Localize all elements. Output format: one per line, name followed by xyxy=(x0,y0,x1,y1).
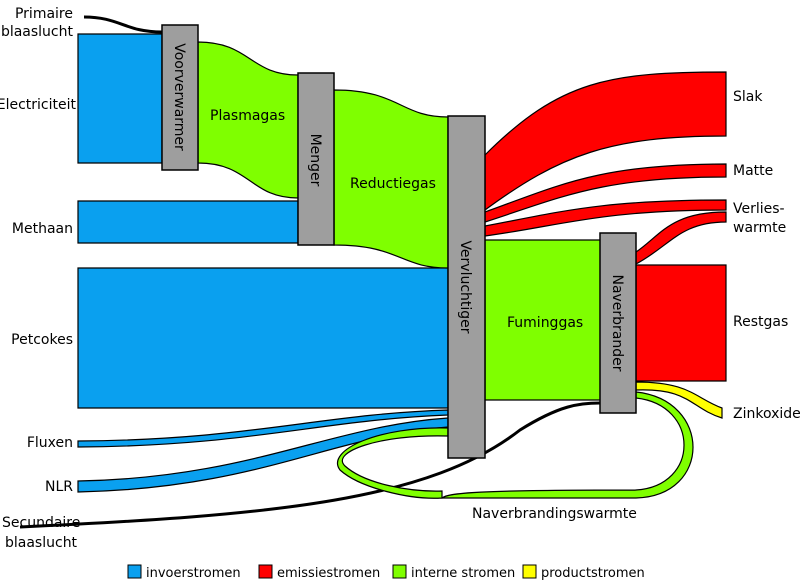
source-label-nlr: NLR xyxy=(45,479,73,495)
flow-label-plasmagas: Plasmagas xyxy=(210,108,285,124)
flow-verlies-1 xyxy=(484,199,727,237)
legend-swatch-emissiestromen xyxy=(258,564,273,579)
node-menger xyxy=(297,72,335,246)
source-label-primaire: Primaire xyxy=(15,6,73,22)
flow-label-naverbrandingswarmte: Naverbrandingswarmte xyxy=(472,506,637,522)
flow-label-reductiegas: Reductiegas xyxy=(350,176,436,192)
flow-electriciteit xyxy=(77,33,163,164)
output-label-restgas: Restgas xyxy=(733,314,788,330)
source-label-petcokes: Petcokes xyxy=(11,332,73,348)
node-label-menger: Menger xyxy=(307,134,323,187)
output-label-slak: Slak xyxy=(733,89,763,105)
source-label-electriciteit: Electriciteit xyxy=(0,97,77,113)
output-label-verlies-2: warmte xyxy=(733,220,786,236)
flow-label-fuminggas: Fuminggas xyxy=(507,315,583,331)
flow-secundaire-blaaslucht xyxy=(19,401,601,529)
legend-label-emissiestromen: emissiestromen xyxy=(277,566,380,581)
flow-zinkoxide xyxy=(635,381,723,419)
node-voorverwarmer xyxy=(161,24,199,171)
output-label-zinkoxide: Zinkoxide xyxy=(733,406,800,422)
legend-label-productstromen: productstromen xyxy=(541,566,645,581)
flow-restgas xyxy=(635,264,727,382)
flow-methaan xyxy=(77,200,299,244)
output-label-verlies-1: Verlies- xyxy=(733,201,785,217)
flow-primaire-blaaslucht xyxy=(83,15,163,34)
node-naverbrander xyxy=(599,232,637,414)
node-label-voorverwarmer: Voorverwarmer xyxy=(171,43,187,151)
legend-swatch-invoerstromen xyxy=(127,564,142,579)
source-label-methaan: Methaan xyxy=(12,221,73,237)
legend-label-interne-stromen: interne stromen xyxy=(411,566,515,581)
flow-naverbrandingswarmte xyxy=(440,391,694,499)
flow-verlies-2 xyxy=(635,211,727,265)
legend-swatch-productstromen xyxy=(522,564,537,579)
legend-swatch-interne-stromen xyxy=(392,564,407,579)
flow-petcokes xyxy=(77,267,449,409)
legend-label-invoerstromen: invoerstromen xyxy=(146,566,241,581)
source-label-blaaslucht-2: blaaslucht xyxy=(5,535,78,551)
source-label-fluxen: Fluxen xyxy=(27,435,73,451)
node-vervluchtiger xyxy=(447,115,486,459)
node-label-naverbrander: Naverbrander xyxy=(609,274,625,371)
output-label-matte: Matte xyxy=(733,163,773,179)
legend: invoerstromen emissiestromen interne str… xyxy=(127,564,645,581)
source-label-blaaslucht-1: blaaslucht xyxy=(1,24,74,40)
flow-matte xyxy=(484,163,727,223)
flow-slak xyxy=(484,71,727,212)
source-label-secundaire: Secundaire xyxy=(2,515,80,531)
node-label-vervluchtiger: Vervluchtiger xyxy=(457,240,473,333)
